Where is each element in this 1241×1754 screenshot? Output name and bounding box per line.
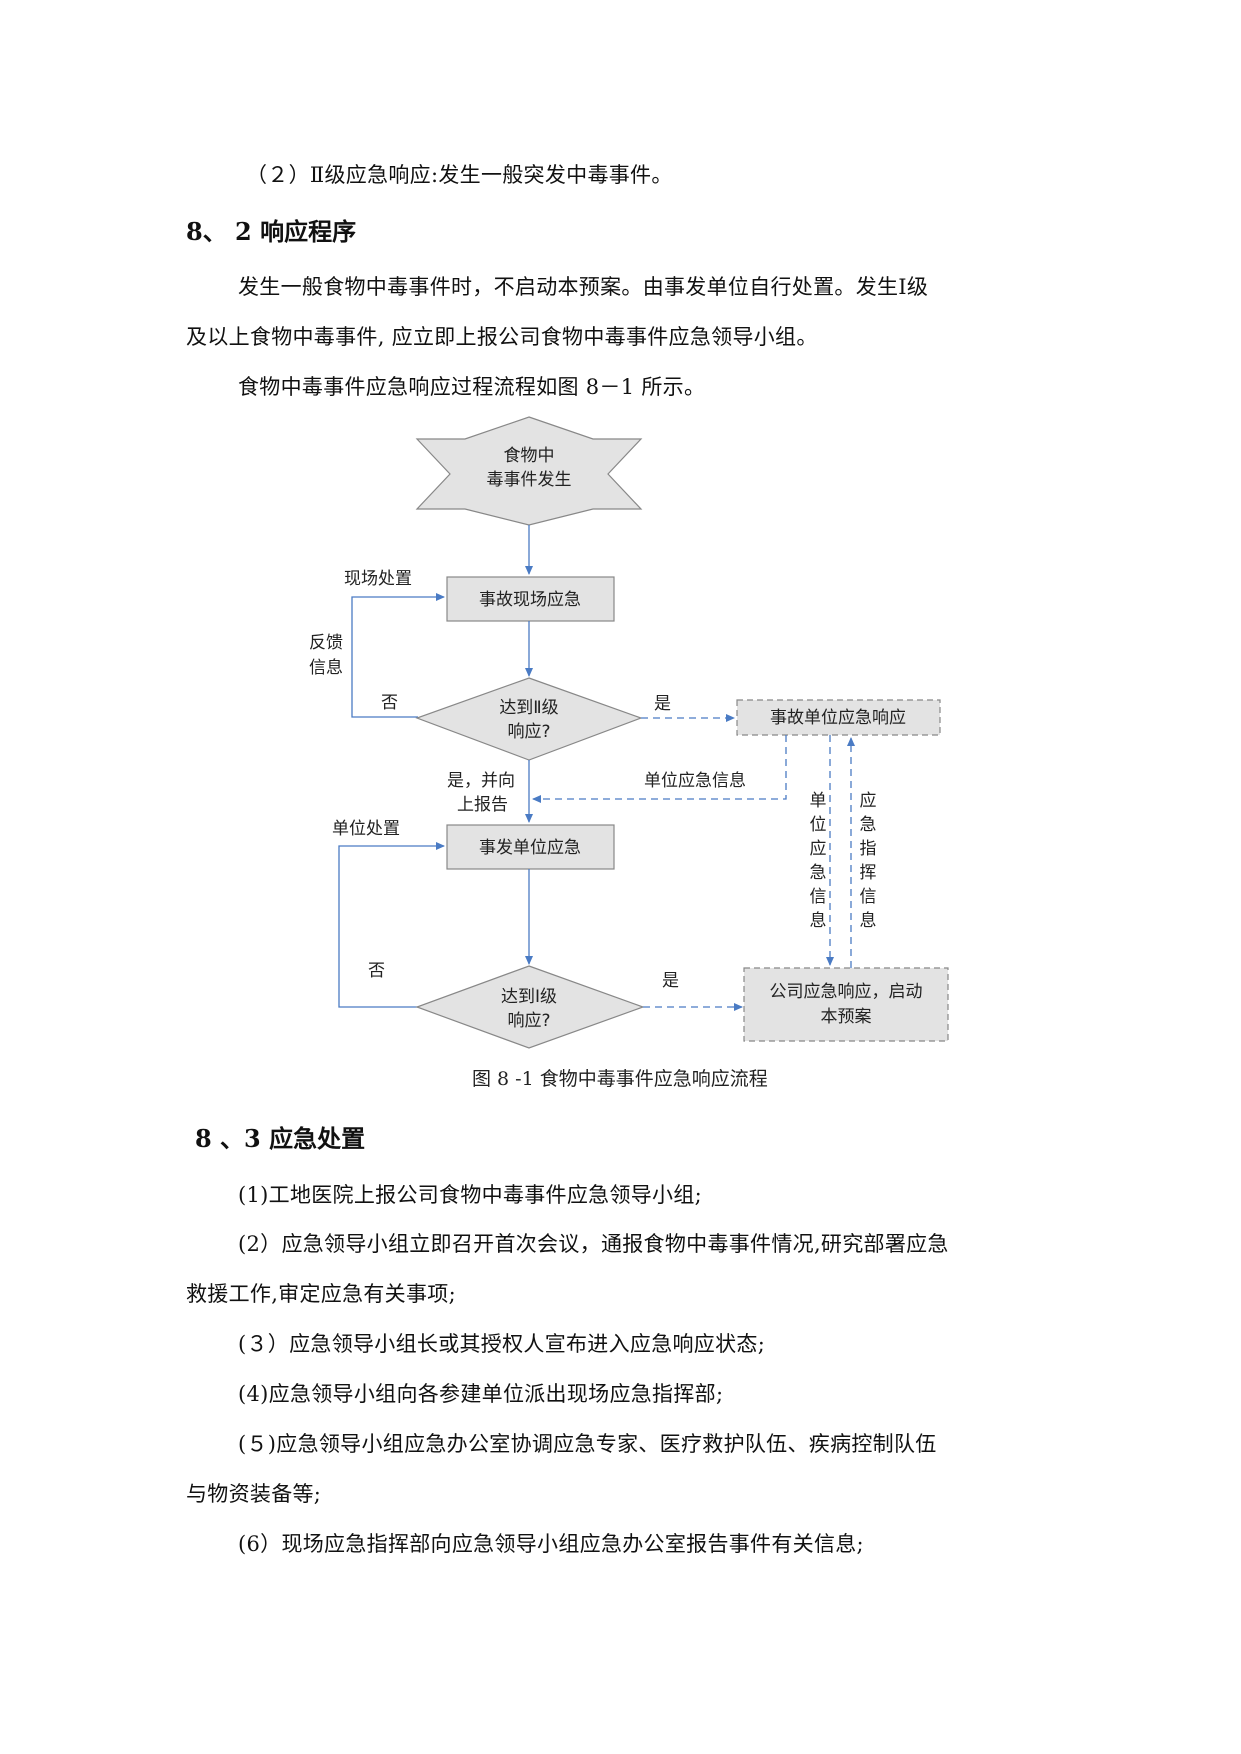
start-text-line-2: 毒事件发生: [487, 470, 572, 490]
unit-disposal-label: 单位处置: [332, 819, 400, 839]
figure-caption: 图 8 -1 食物中毒事件应急响应流程: [472, 1068, 768, 1090]
accident-unit-response-text: 事故单位应急响应: [770, 708, 906, 728]
item-2-line-2: 救援工作,审定应急有关事项;: [186, 1282, 456, 1306]
start-text-line-1: 食物中: [504, 446, 555, 466]
vertical-unit-char: 应: [810, 839, 827, 859]
vertical-unit-char: 急: [810, 863, 827, 883]
feedback-label-2: 信息: [309, 658, 343, 678]
paragraph-2: 食物中毒事件应急响应过程流程如图 8－1 所示。: [238, 375, 706, 399]
arrow-unit-emergency-info: [532, 735, 787, 803]
no-label-1: 否: [381, 693, 398, 713]
item-4: (4)应急领导小组向各参建单位派出现场应急指挥部;: [238, 1382, 724, 1406]
vertical-unit-info-label: 单 位 应 急 信 息: [810, 791, 827, 931]
decision-level2-line-2: 响应?: [507, 722, 550, 742]
vertical-command-char: 挥: [860, 863, 877, 883]
vertical-command-char: 指: [860, 839, 877, 859]
decision-level1-line-1: 达到Ⅰ级: [501, 987, 557, 1007]
vertical-unit-char: 信: [810, 887, 827, 907]
decision-level1-diamond: [415, 965, 645, 1049]
company-response-line-2: 本预案: [821, 1007, 872, 1027]
vertical-unit-char: 位: [810, 815, 827, 835]
yes-label-1: 是: [654, 694, 671, 714]
vertical-command-info-label: 应 急 指 挥 信 息: [860, 791, 877, 931]
vertical-unit-char: 单: [810, 791, 827, 811]
yes-report-label-1: 是，并向: [447, 771, 515, 791]
yes-report-label-2: 上报告: [457, 795, 508, 815]
vertical-command-char: 息: [860, 911, 877, 931]
item-1: (1)工地医院上报公司食物中毒事件应急领导小组;: [238, 1183, 703, 1207]
decision-level2-diamond: [415, 677, 643, 761]
section-8-3-heading: 8 、3 应急处置: [195, 1124, 366, 1153]
vertical-unit-char: 息: [810, 911, 827, 931]
vertical-command-char: 急: [860, 815, 877, 835]
loop-unit-disposal: [338, 842, 445, 1008]
site-response-box: [446, 576, 615, 622]
company-response-line-1: 公司应急响应，启动: [770, 982, 923, 1002]
level2-response-text: （２）Ⅱ级应急响应:发生一般突发中毒事件。: [246, 163, 673, 187]
incident-unit-response-box: [446, 824, 615, 870]
vertical-command-char: 应: [860, 791, 877, 811]
item-5-line-1: (５)应急领导小组应急办公室协调应急专家、医疗救护队伍、疾病控制队伍: [238, 1432, 937, 1456]
decision-level1-line-2: 响应?: [507, 1011, 550, 1031]
no-label-2: 否: [368, 961, 385, 981]
yes-label-2: 是: [662, 971, 679, 991]
loop-onsite-disposal: [351, 593, 445, 718]
vertical-command-char: 信: [860, 887, 877, 907]
response-flowchart: 食物中 毒事件发生 事故现场应急 现场处置 反馈 信息 否 达到Ⅱ级 响应? 是…: [309, 416, 949, 1049]
company-response-box: [743, 967, 949, 1042]
unit-emergency-info-label: 单位应急信息: [644, 771, 746, 791]
paragraph-1-line-2: 及以上食物中毒事件, 应立即上报公司食物中毒事件应急领导小组。: [186, 325, 818, 349]
feedback-label-1: 反馈: [309, 633, 343, 653]
item-6: (6）现场应急指挥部向应急领导小组应急办公室报告事件有关信息;: [238, 1532, 864, 1556]
item-3: (３）应急领导小组长或其授权人宣布进入应急响应状态;: [238, 1332, 766, 1356]
paragraph-1-line-1: 发生一般食物中毒事件时，不启动本预案。由事发单位自行处置。发生Ⅰ级: [238, 275, 929, 299]
item-5-line-2: 与物资装备等;: [186, 1482, 322, 1506]
onsite-disposal-label: 现场处置: [344, 569, 412, 589]
incident-unit-response-text: 事发单位应急: [479, 838, 581, 858]
decision-level2-line-1: 达到Ⅱ级: [499, 698, 558, 718]
section-8-2-heading: 8、 2 响应程序: [186, 217, 357, 246]
accident-unit-response-box: [736, 699, 941, 736]
item-2-line-1: (2）应急领导小组立即召开首次会议，通报食物中毒事件情况,研究部署应急: [238, 1232, 949, 1256]
site-response-text: 事故现场应急: [479, 590, 581, 610]
